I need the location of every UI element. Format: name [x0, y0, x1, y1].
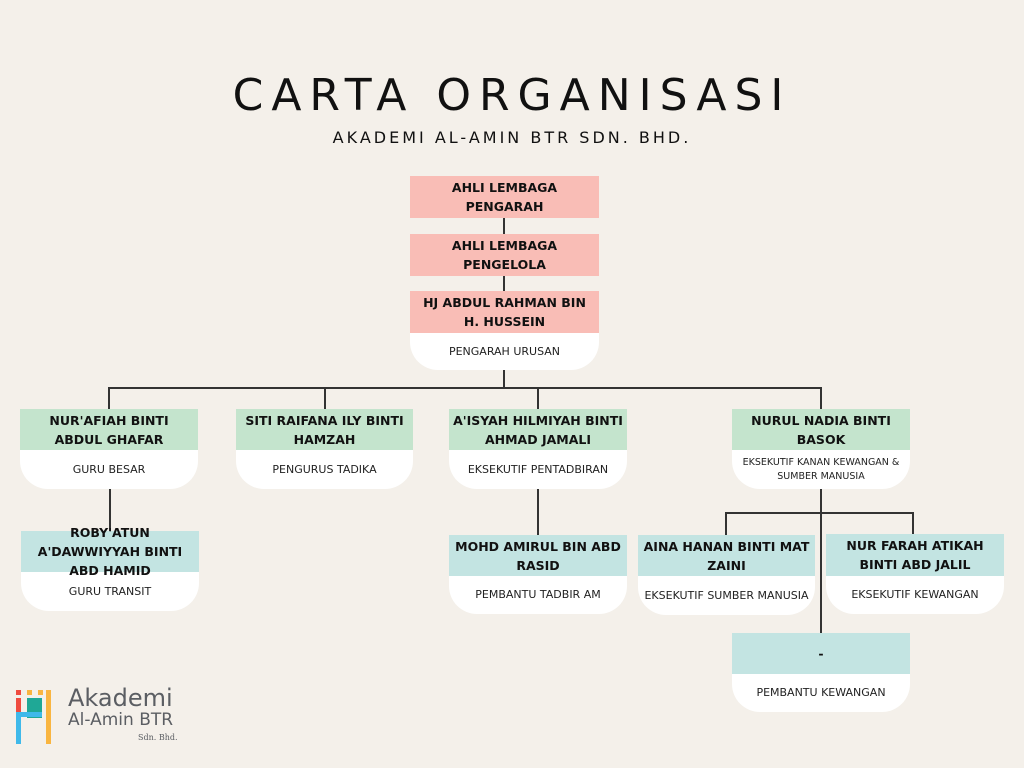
node-role: PENGURUS TADIKA — [236, 450, 413, 489]
org-node-managing-director: HJ ABDUL RAHMAN BIN H. HUSSEIN PENGARAH … — [410, 291, 599, 370]
node-role: EKSEKUTIF SUMBER MANUSIA — [638, 576, 815, 615]
connector-line — [503, 218, 505, 234]
connector-line — [820, 489, 822, 633]
node-name: SITI RAIFANA ILY BINTI HAMZAH — [236, 409, 413, 450]
node-name: HJ ABDUL RAHMAN BIN H. HUSSEIN — [410, 291, 599, 333]
node-name: ROBY'ATUN A'DAWWIYYAH BINTI ABD HAMID — [21, 525, 199, 578]
org-node-eksekutif-sumber-manusia: AINA HANAN BINTI MAT ZAINI EKSEKUTIF SUM… — [638, 535, 815, 615]
org-node-pembantu-kewangan: - PEMBANTU KEWANGAN — [732, 633, 910, 712]
connector-line — [108, 387, 110, 409]
node-name: NUR FARAH ATIKAH BINTI ABD JALIL — [826, 534, 1004, 576]
node-name: AHLI LEMBAGA PENGARAH — [410, 176, 599, 218]
node-name: NURUL NADIA BINTI BASOK — [732, 409, 910, 450]
connector-line — [503, 276, 505, 291]
connector-line — [324, 387, 326, 409]
org-node-eksekutif-kewangan: NUR FARAH ATIKAH BINTI ABD JALIL EKSEKUT… — [826, 534, 1004, 614]
connector-line — [537, 489, 539, 535]
org-node-guru-besar: NUR'AFIAH BINTI ABDUL GHAFAR GURU BESAR — [20, 409, 198, 489]
node-name: AINA HANAN BINTI MAT ZAINI — [638, 535, 815, 576]
connector-line — [537, 387, 539, 409]
node-role: PEMBANTU KEWANGAN — [732, 674, 910, 712]
connector-line — [503, 370, 505, 388]
node-name: - — [732, 633, 910, 674]
node-role: PEMBANTU TADBIR AM — [449, 576, 627, 614]
org-node-guru-transit: ROBY'ATUN A'DAWWIYYAH BINTI ABD HAMID GU… — [21, 525, 199, 611]
node-role: PENGARAH URUSAN — [410, 333, 599, 370]
connector-line — [725, 512, 913, 514]
node-name: NUR'AFIAH BINTI ABDUL GHAFAR — [20, 409, 198, 450]
company-logo: Akademi Al-Amin BTR Sdn. Bhd. — [14, 684, 194, 748]
logo-mark-icon — [16, 690, 51, 744]
org-node-eksekutif-pentadbiran: A'ISYAH HILMIYAH BINTI AHMAD JAMALI EKSE… — [449, 409, 627, 489]
connector-line — [109, 489, 111, 531]
org-node-pengurus-tadika: SITI RAIFANA ILY BINTI HAMZAH PENGURUS T… — [236, 409, 413, 489]
node-role: GURU BESAR — [20, 450, 198, 489]
node-name: MOHD AMIRUL BIN ABD RASID — [449, 535, 627, 576]
node-role: EKSEKUTIF KANAN KEWANGAN & SUMBER MANUSI… — [732, 450, 910, 489]
connector-line — [725, 512, 727, 535]
page-subtitle: AKADEMI AL-AMIN BTR SDN. BHD. — [332, 128, 692, 147]
logo-text: Sdn. Bhd. — [138, 733, 178, 742]
node-name: A'ISYAH HILMIYAH BINTI AHMAD JAMALI — [449, 409, 627, 450]
page-title: CARTA ORGANISASI — [232, 70, 792, 121]
node-role: EKSEKUTIF PENTADBIRAN — [449, 450, 627, 489]
node-role: EKSEKUTIF KEWANGAN — [826, 576, 1004, 614]
node-name: AHLI LEMBAGA PENGELOLA — [410, 234, 599, 276]
connector-line — [912, 512, 914, 534]
logo-text: Al-Amin BTR — [68, 710, 174, 730]
org-node-pembantu-tadbir-am: MOHD AMIRUL BIN ABD RASID PEMBANTU TADBI… — [449, 535, 627, 614]
org-node-board-managers: AHLI LEMBAGA PENGELOLA — [410, 234, 599, 276]
logo-text: Akademi — [68, 684, 173, 712]
connector-line — [108, 387, 821, 389]
connector-line — [820, 387, 822, 409]
org-node-eksekutif-kanan-kewangan: NURUL NADIA BINTI BASOK EKSEKUTIF KANAN … — [732, 409, 910, 489]
node-role: GURU TRANSIT — [21, 572, 199, 611]
org-node-board-directors: AHLI LEMBAGA PENGARAH — [410, 176, 599, 218]
